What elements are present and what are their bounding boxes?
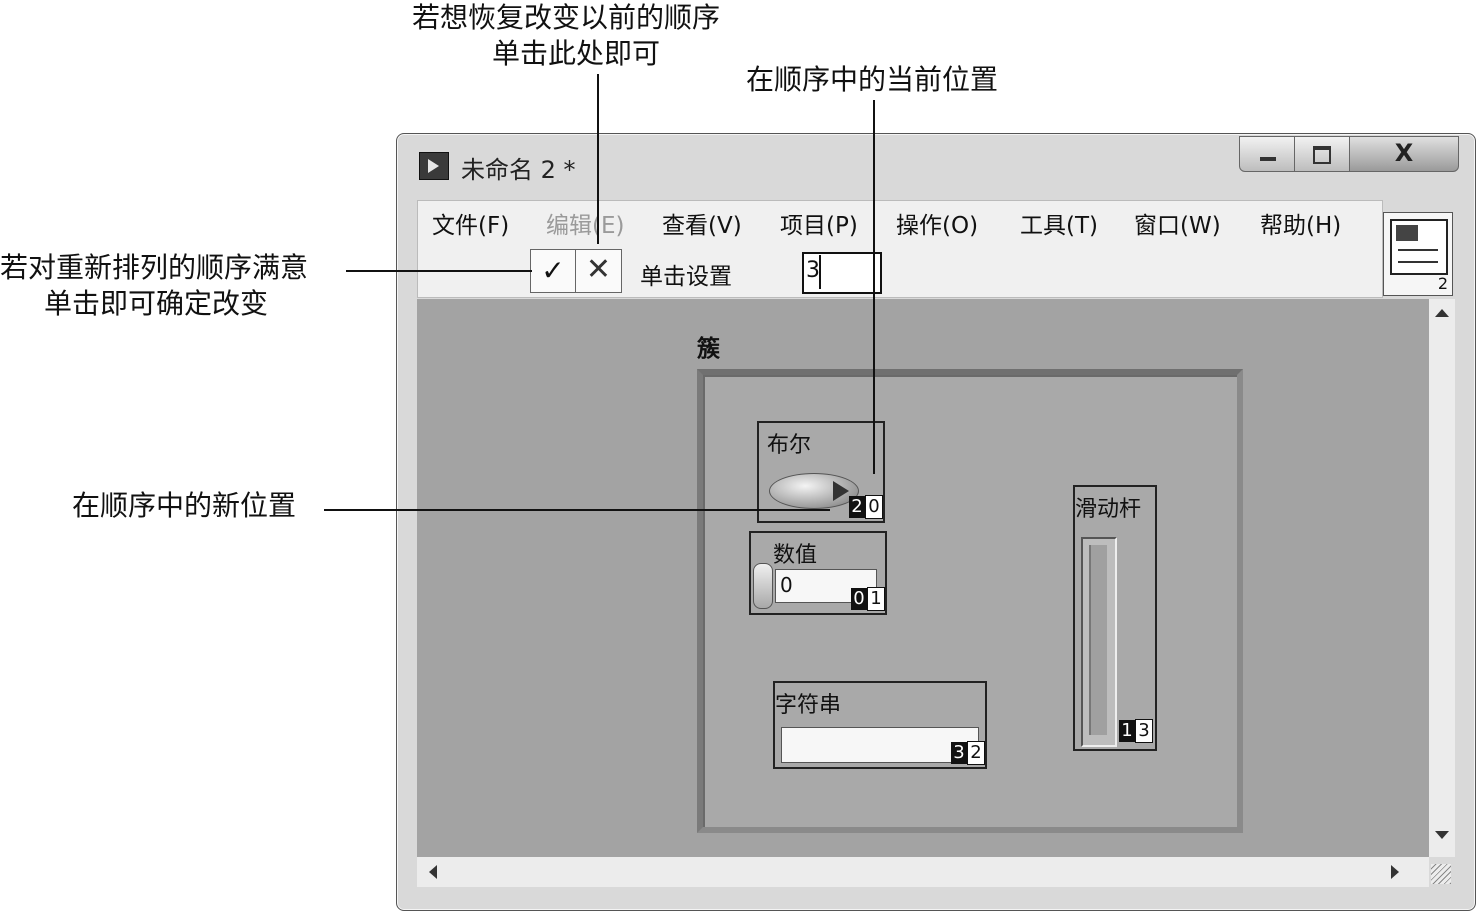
menu-view[interactable]: 查看(V) [662,213,742,239]
menu-edit[interactable]: 编辑(E) [546,213,625,239]
current-order: 1 [1119,720,1135,742]
menu-tools[interactable]: 工具(T) [1020,213,1098,239]
labview-front-panel-window: 未命名 2 * X 文件(F) 编辑(E) 查看(V) 项目(P) 操作(O) … [396,133,1476,911]
resize-grip-icon[interactable] [1431,864,1451,884]
current-order: 0 [851,588,867,610]
maximize-button[interactable] [1294,136,1350,172]
menu-bar: 文件(F) 编辑(E) 查看(V) 项目(P) 操作(O) 工具(T) 窗口(W… [417,200,1383,241]
new-order: 2 [967,741,985,765]
current-order: 2 [849,496,865,518]
current-order: 3 [951,742,967,764]
click-to-set-order-input[interactable]: 3 [802,252,882,294]
text-cursor [819,255,821,289]
menu-project[interactable]: 项目(P) [780,213,858,239]
new-order: 0 [865,495,883,519]
annotation-new-position: 在顺序中的新位置 [72,489,297,522]
annotation-confirm-line2: 单击即可确定改变 [44,287,269,320]
annotation-current-position: 在顺序中的当前位置 [746,63,999,96]
leader-line-new-position [324,509,830,511]
scroll-left-icon[interactable] [429,865,437,879]
vertical-scrollbar[interactable] [1429,299,1455,857]
window-title: 未命名 2 * [461,156,576,184]
annotation-revert-line1: 若想恢复改变以前的顺序 [412,1,721,34]
slider-label: 滑动杆 [1075,497,1142,522]
vi-icon-graphic [1390,219,1448,275]
pointer-arrow-icon [833,481,849,501]
numeric-label: 数值 [773,543,818,568]
slider-fill [1089,545,1107,735]
scroll-up-icon[interactable] [1435,309,1449,317]
annotation-revert-line2: 单击此处即可 [492,37,661,70]
close-button[interactable]: X [1349,136,1459,172]
scroll-right-icon[interactable] [1391,865,1399,879]
cluster-label: 簇 [697,336,720,362]
revert-order-button[interactable]: ✕ [585,252,612,287]
close-icon: X [1394,139,1414,167]
numeric-value: 0 [780,573,793,597]
confirm-order-button[interactable]: ✓ [531,250,576,292]
new-order: 3 [1135,719,1153,743]
horizontal-scrollbar[interactable] [417,857,1429,887]
vi-connector-icon[interactable]: 2 [1383,212,1453,296]
slider-track[interactable] [1081,537,1117,747]
labview-app-icon [419,152,449,180]
leader-line-current-position [873,100,875,474]
confirm-revert-group: ✓ ✕ [530,249,622,293]
vi-icon-number: 2 [1437,274,1448,293]
string-field[interactable] [781,727,979,763]
click-to-set-label: 单击设置 [640,264,732,290]
menu-help[interactable]: 帮助(H) [1260,213,1342,239]
new-order: 1 [867,587,885,611]
string-label: 字符串 [775,693,842,718]
menu-window[interactable]: 窗口(W) [1134,213,1221,239]
boolean-label: 布尔 [767,433,812,458]
leader-line-confirm [346,270,532,272]
tab-order-toolbar: ✓ ✕ 单击设置 3 [417,241,1383,298]
minimize-button[interactable] [1239,136,1295,172]
increment-decrement-icon[interactable] [753,563,773,609]
annotation-confirm-line1: 若对重新排列的顺序满意 [0,251,309,284]
menu-file[interactable]: 文件(F) [432,213,510,239]
scroll-down-icon[interactable] [1435,831,1449,839]
leader-line-revert [597,74,599,244]
menu-operate[interactable]: 操作(O) [896,213,979,239]
order-input-value: 3 [806,258,820,283]
